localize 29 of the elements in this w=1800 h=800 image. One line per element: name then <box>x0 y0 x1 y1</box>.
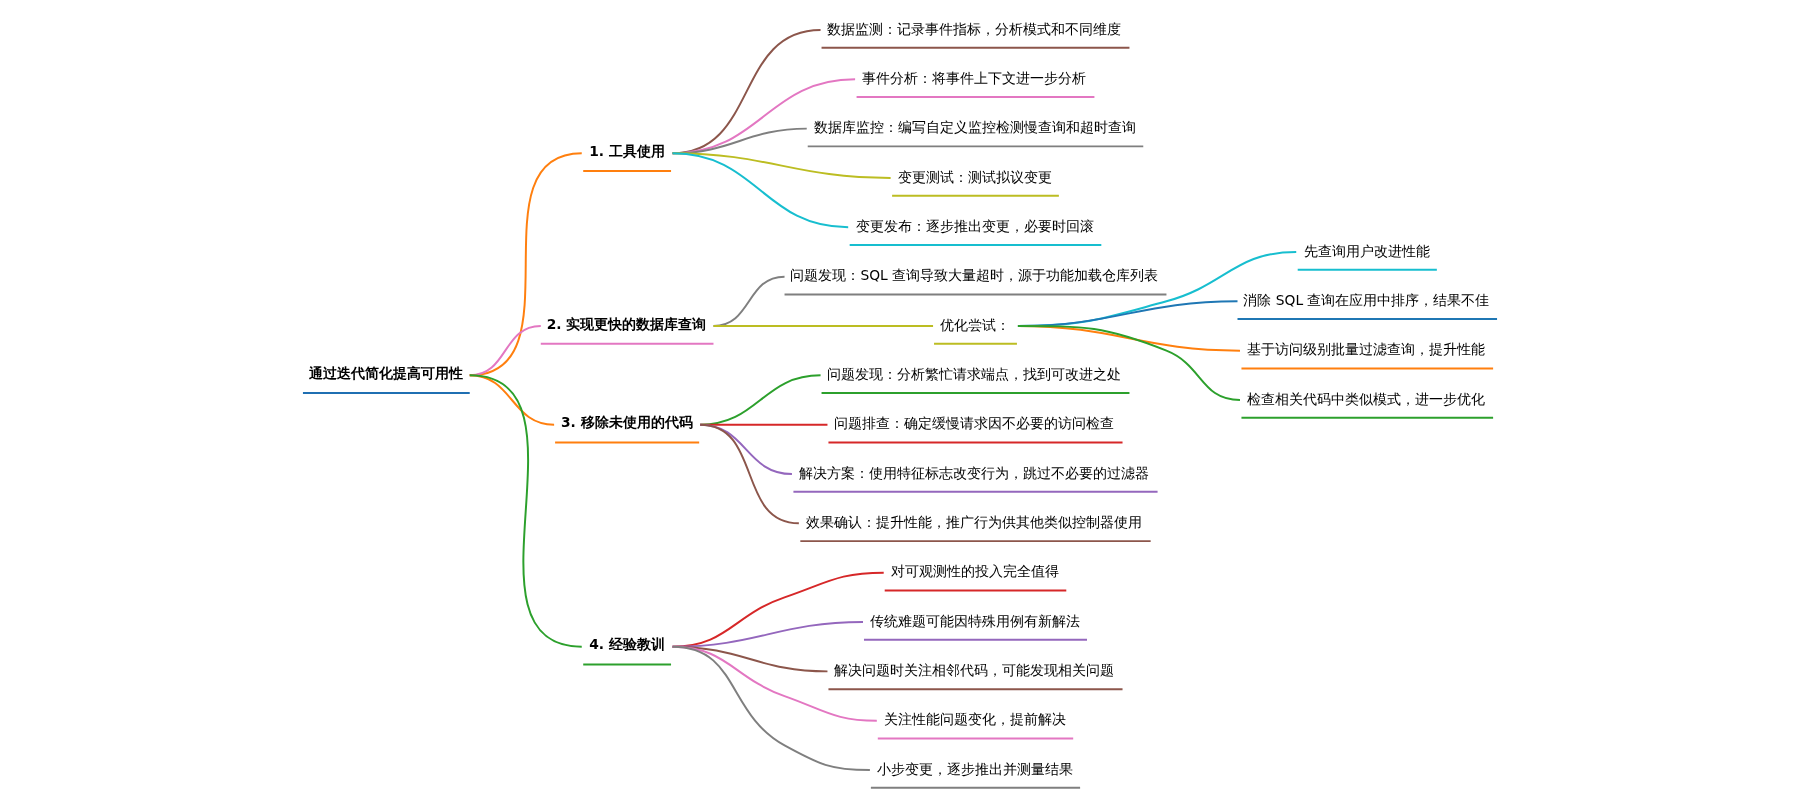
node-text: 问题发现：SQL 查询导致大量超时，源于功能加载仓库列表 <box>790 267 1159 284</box>
connector <box>671 152 850 229</box>
connector <box>468 374 583 648</box>
node-text: 关注性能问题变化，提前解决 <box>883 711 1066 728</box>
node-text: 检查相关代码中类似模式，进一步优化 <box>1247 390 1486 407</box>
node-text: 解决方案：使用特征标志改变行为，跳过不必要的过滤器 <box>799 464 1150 481</box>
node-text: 优化尝试： <box>939 316 1010 333</box>
node-text: 3. 移除未使用的代码 <box>561 414 693 431</box>
node-text: 变更测试：测试拟议变更 <box>898 168 1053 185</box>
node-text: 传统难题可能因特殊用例有新解法 <box>869 612 1080 629</box>
node-text: 消除 SQL 查询在应用中排序，结果不佳 <box>1243 291 1490 308</box>
node-text: 先查询用户改进性能 <box>1303 242 1430 259</box>
node-text: 1. 工具使用 <box>589 142 665 159</box>
node-text: 数据监测：记录事件指标，分析模式和不同维度 <box>827 20 1122 37</box>
node-text: 数据库监控：编写自定义监控检测慢查询和超时查询 <box>813 119 1136 136</box>
connector <box>712 325 935 327</box>
node-text: 事件分析：将事件上下文进一步分析 <box>862 69 1087 86</box>
node-text: 基于访问级别批量过滤查询，提升性能 <box>1247 341 1486 358</box>
node-text: 变更发布：逐步推出变更，必要时回滚 <box>855 217 1094 234</box>
node-text: 通过迭代简化提高可用性 <box>308 364 463 381</box>
node-text: 对可观测性的投入完全值得 <box>890 563 1059 580</box>
node-text: 问题发现：分析繁忙请求端点，找到可改进之处 <box>827 365 1122 382</box>
node-text: 效果确认：提升性能，推广行为供其他类似控制器使用 <box>806 514 1143 531</box>
node-text: 解决问题时关注相邻代码，可能发现相关问题 <box>834 662 1115 679</box>
node-text: 小步变更，逐步推出并测量结果 <box>876 760 1073 777</box>
node-text: 4. 经验教训 <box>589 636 665 653</box>
node-text: 问题排查：确定缓慢请求因不必要的访问检查 <box>834 415 1115 432</box>
node-text: 2. 实现更快的数据库查询 <box>546 315 707 332</box>
connector <box>671 645 871 772</box>
